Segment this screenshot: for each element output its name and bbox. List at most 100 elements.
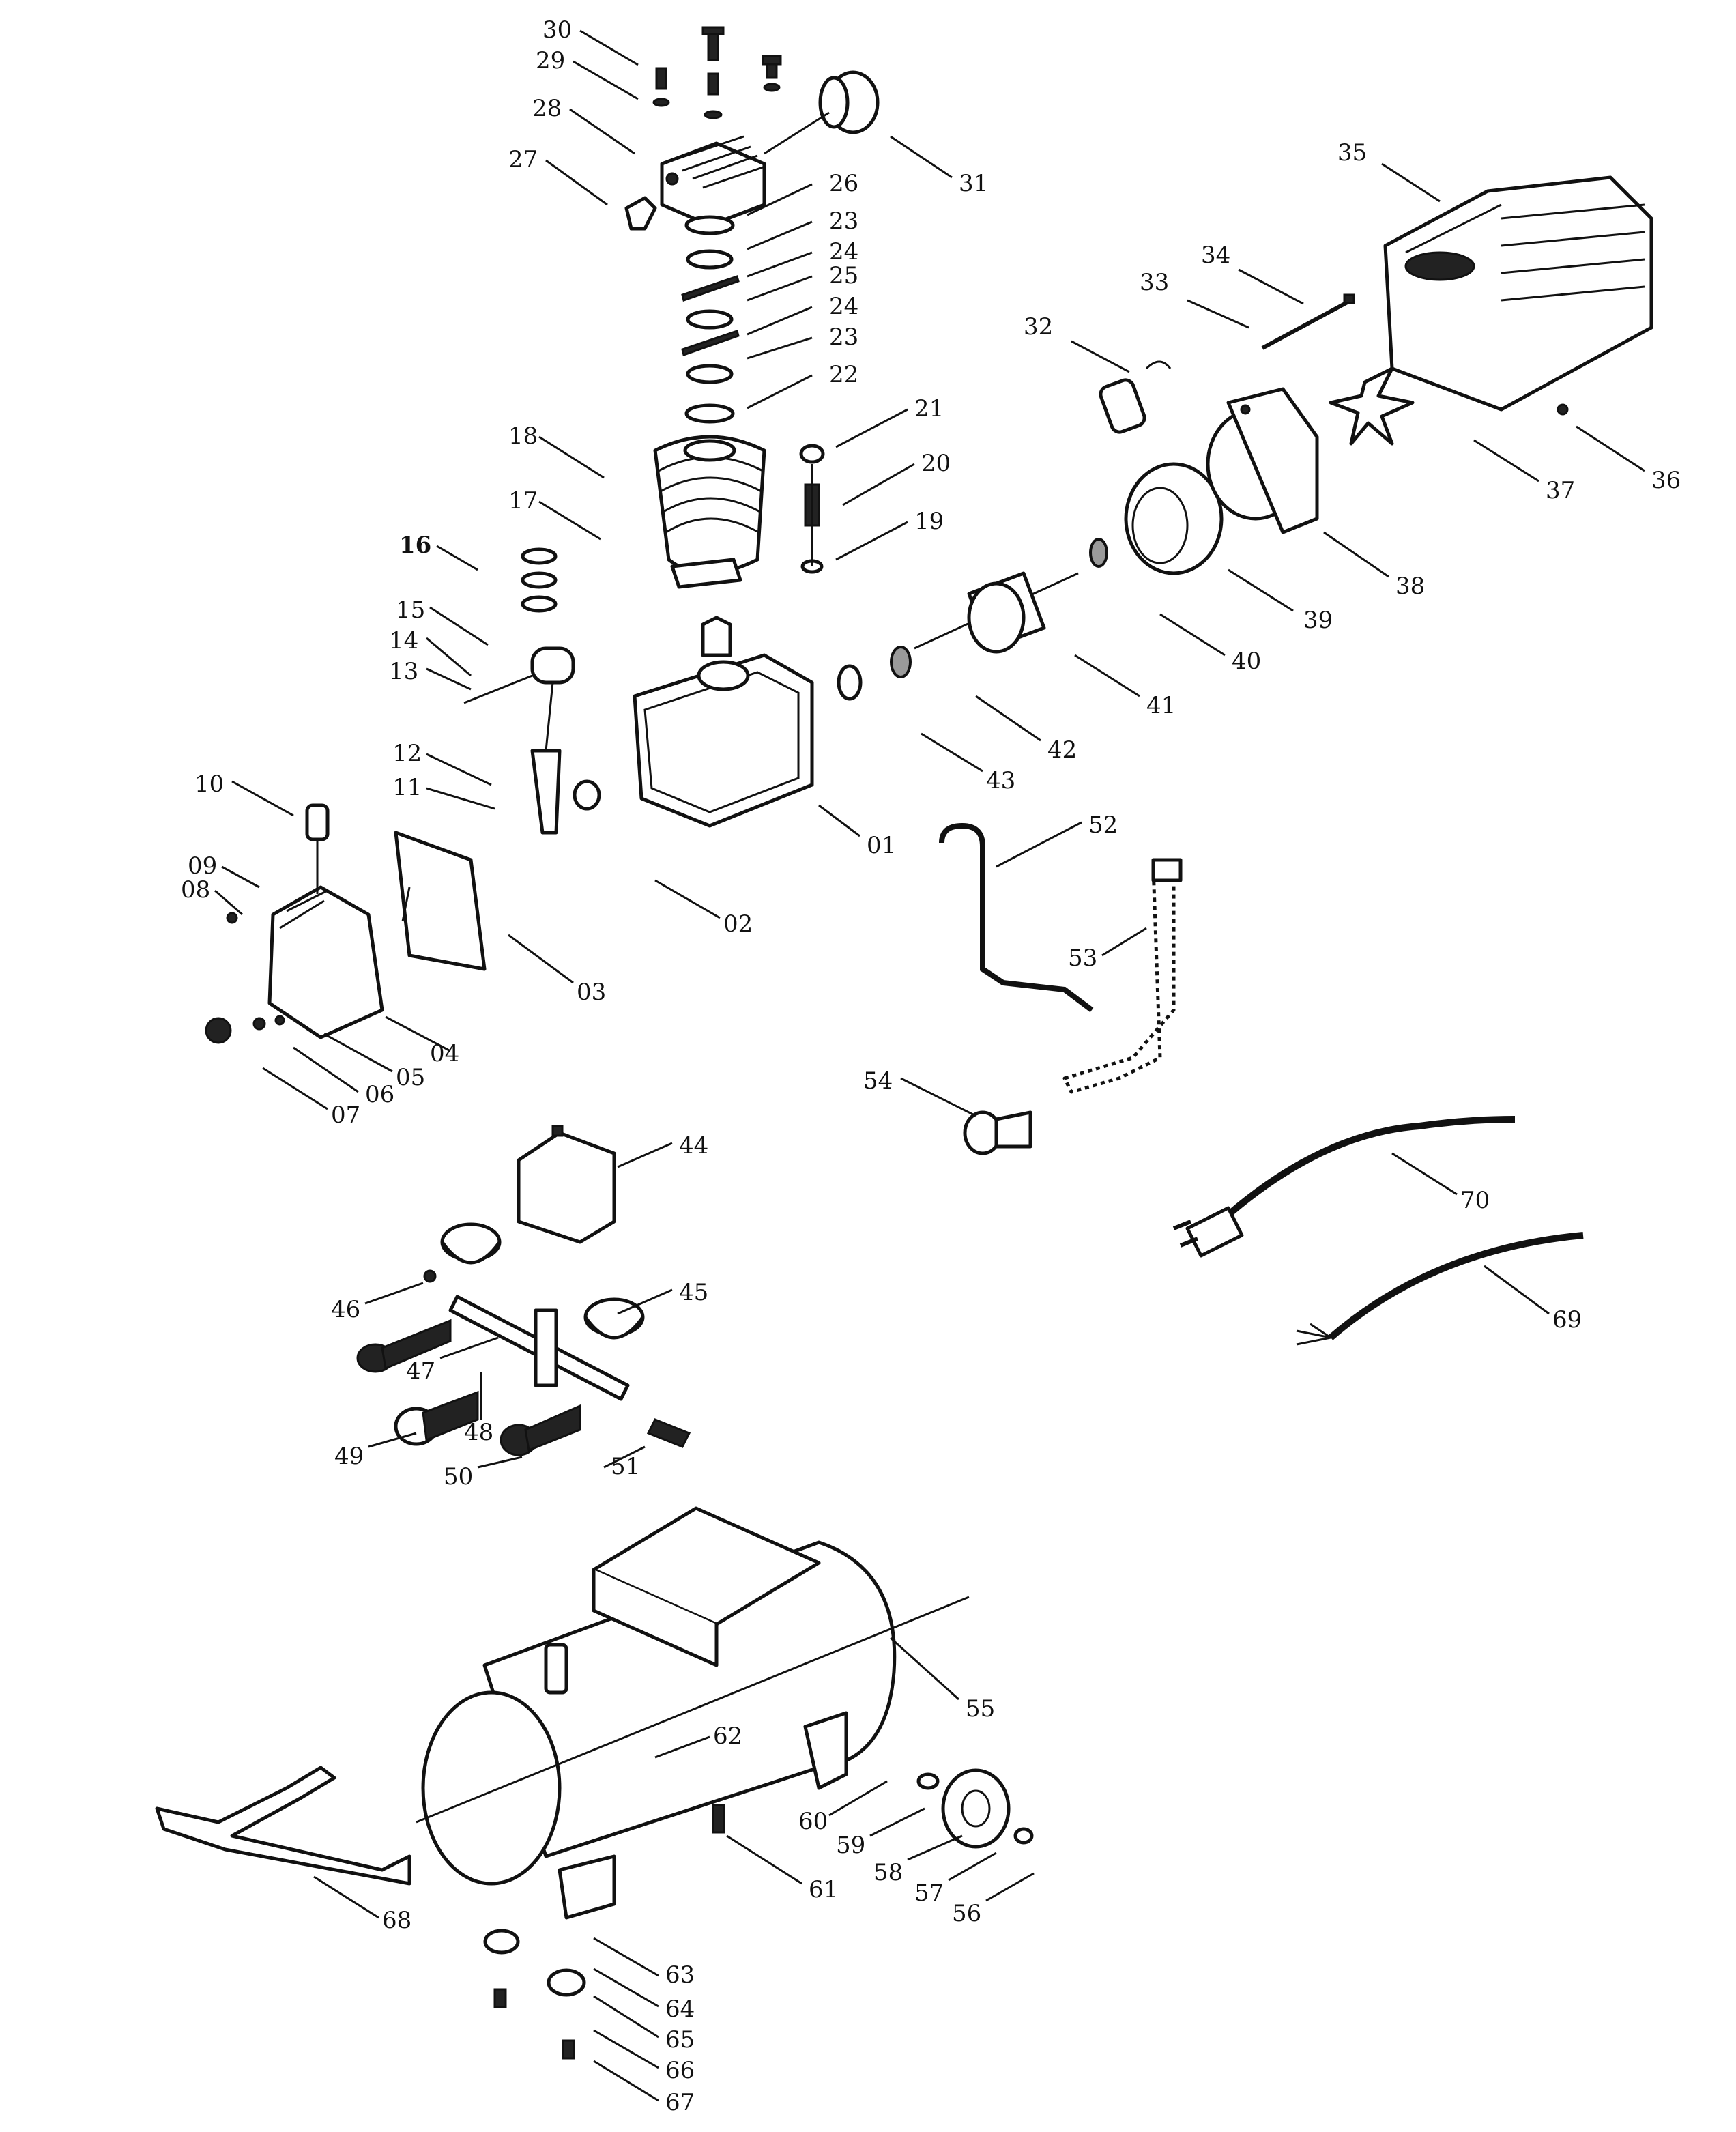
part-label-21: 21 <box>914 395 944 422</box>
part-label-10: 10 <box>194 770 224 798</box>
leader-line <box>617 1142 673 1168</box>
part-label-12: 12 <box>392 740 422 767</box>
part-label-52: 52 <box>1088 811 1118 839</box>
check-valve <box>963 1110 1032 1155</box>
part-label-06: 06 <box>365 1081 394 1108</box>
part-label-38: 38 <box>1395 573 1425 600</box>
leader-line <box>996 821 1082 868</box>
long-bolt <box>1261 293 1355 350</box>
part-label-22: 22 <box>829 361 858 388</box>
part-label-47: 47 <box>406 1357 435 1385</box>
pressure-switch <box>517 1125 616 1244</box>
part-label-07: 07 <box>331 1101 360 1129</box>
leader-line <box>869 1807 925 1837</box>
leader-line <box>1381 162 1441 203</box>
leader-line <box>1323 531 1389 578</box>
cylinder-barrel <box>653 435 766 589</box>
outlet-tube <box>939 822 1094 1013</box>
manifold <box>423 1269 630 1401</box>
leader-line <box>1159 613 1226 657</box>
leader-line <box>545 159 608 206</box>
leader-line <box>1576 425 1645 472</box>
shaft-bearings <box>837 646 912 701</box>
leader-line <box>921 732 983 773</box>
leader-line <box>900 1077 976 1117</box>
motor-stator <box>1124 462 1224 575</box>
quick-couplers <box>356 1319 691 1456</box>
shroud-cover <box>1383 175 1653 412</box>
part-label-41: 41 <box>1146 692 1176 719</box>
part-label-40: 40 <box>1232 648 1261 675</box>
leader-line <box>828 1780 888 1817</box>
part-label-14: 14 <box>389 627 418 654</box>
crank-cover-gasket <box>394 831 487 971</box>
crankcase <box>633 616 814 828</box>
leader-line <box>262 1067 328 1110</box>
leader-line <box>948 1852 997 1882</box>
part-label-65: 65 <box>665 2026 695 2054</box>
part-label-26: 26 <box>829 170 858 197</box>
part-label-39: 39 <box>1303 607 1333 634</box>
leader-line <box>1187 299 1249 329</box>
part-label-42: 42 <box>1047 736 1077 764</box>
part-label-64: 64 <box>665 1996 695 2023</box>
part-label-03: 03 <box>577 979 606 1006</box>
leader-line <box>364 1282 424 1305</box>
part-label-68: 68 <box>382 1907 411 1934</box>
leader-line <box>1391 1152 1458 1196</box>
motor-end-bracket <box>1206 387 1319 534</box>
leader-line <box>747 306 813 336</box>
leader-line <box>579 29 639 66</box>
leader-line <box>747 275 813 302</box>
power-cord-plug <box>1172 1116 1516 1258</box>
leader-line <box>593 1937 659 1977</box>
motor-rotor <box>914 538 1108 654</box>
shroud-screw <box>1557 403 1569 416</box>
leader-line <box>593 1968 659 2008</box>
part-label-08: 08 <box>181 876 210 904</box>
leader-line <box>889 1637 960 1701</box>
tank-wheel <box>916 1768 1034 1849</box>
leader-line <box>214 889 243 916</box>
leader-line <box>747 220 813 250</box>
side-cover <box>267 803 384 1039</box>
leader-line <box>907 1834 963 1861</box>
part-label-31: 31 <box>959 170 988 197</box>
part-label-19: 19 <box>914 508 944 535</box>
part-label-36: 36 <box>1651 467 1681 494</box>
part-label-48: 48 <box>464 1419 493 1446</box>
leader-line <box>426 753 492 786</box>
leader-line <box>439 1336 499 1359</box>
leader-line <box>313 1875 379 1919</box>
leader-line <box>654 879 721 919</box>
leader-line <box>429 606 489 646</box>
leader-line <box>747 183 813 216</box>
part-label-01: 01 <box>867 832 896 859</box>
leader-line <box>975 695 1041 742</box>
part-label-37: 37 <box>1546 477 1575 504</box>
part-label-60: 60 <box>798 1808 828 1835</box>
cooling-fan <box>1329 366 1415 446</box>
leader-line <box>385 1015 451 1052</box>
leader-line <box>842 463 915 506</box>
part-label-23a: 23 <box>829 207 858 235</box>
leader-line <box>985 1872 1035 1902</box>
leader-line <box>593 2060 659 2102</box>
part-label-50: 50 <box>444 1463 473 1490</box>
leader-line <box>1238 268 1304 305</box>
connecting-rod <box>463 547 575 835</box>
motor-lead-wire <box>1296 1232 1584 1346</box>
side-cover-screws <box>205 912 285 1044</box>
part-label-44: 44 <box>679 1132 708 1159</box>
part-number-labels: 30 29 28 27 26 23 24 25 24 23 22 21 20 1… <box>181 16 1681 2116</box>
part-label-63: 63 <box>665 1961 695 1989</box>
leader-line <box>1484 1265 1550 1315</box>
part-label-18: 18 <box>508 422 538 450</box>
leader-line <box>835 521 908 561</box>
capacitor <box>1099 360 1172 434</box>
intake-filter <box>764 70 880 155</box>
leader-line <box>508 934 574 984</box>
leader-lines <box>214 29 1645 2102</box>
leader-line <box>1101 927 1147 957</box>
